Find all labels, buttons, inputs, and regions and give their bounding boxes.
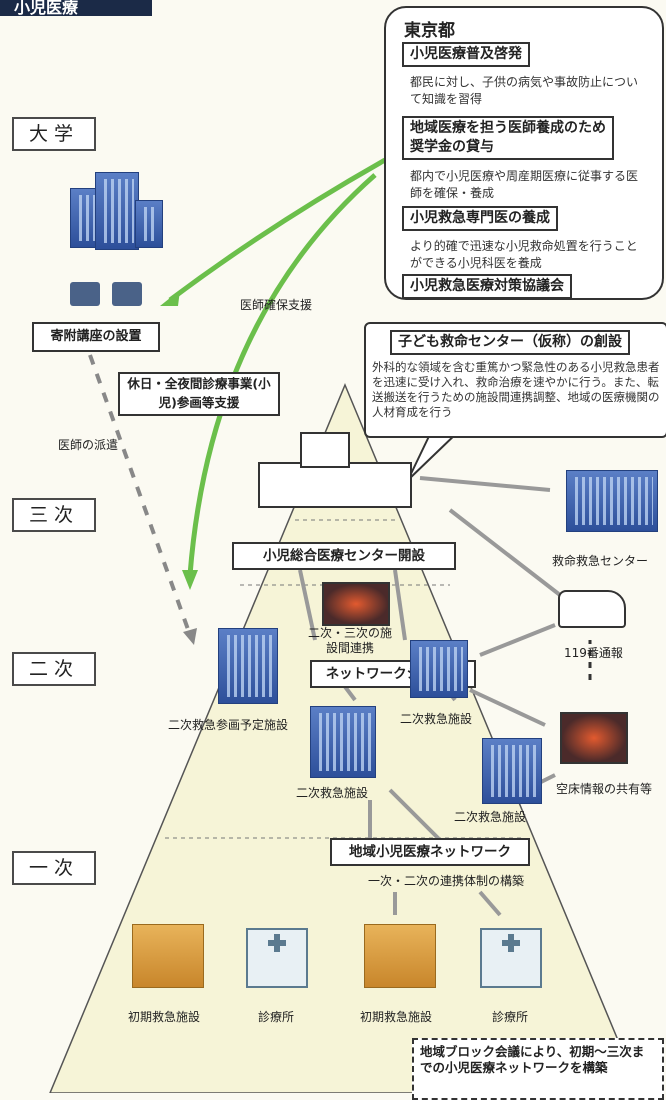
primary-facility-building-b <box>364 924 436 988</box>
medical-cross-icon <box>268 934 286 952</box>
clinic-building-b <box>480 928 542 988</box>
secondary-building-b <box>310 706 376 778</box>
arrow-tier-left <box>298 569 317 641</box>
tokyo-item-1-title: 小児医療普及啓発 <box>402 42 530 67</box>
secondary-planned-building <box>218 628 278 704</box>
inter-facility-label: 二次・三次の施設間連携 <box>308 626 393 655</box>
tokyo-item-2-desc: 都内で小児医療や周産期医療に従事する医師を確保・養成 <box>410 169 639 200</box>
cooperation-label: 一次・二次の連携体制の構築 <box>368 874 525 888</box>
university-building-center <box>95 172 139 250</box>
secondary-building-a <box>410 640 468 698</box>
tokyo-item-4-title: 小児救急医療対策協議会 <box>402 274 572 299</box>
secondary-label-a: 二次救急施設 <box>400 712 473 726</box>
holiday-support-label: 休日・全夜間診療事業(小児)参画等支援 <box>118 372 280 416</box>
bed-info-monitor <box>560 712 628 764</box>
arrow-tier-right <box>393 569 407 641</box>
doctor-support-label: 医師確保支援 <box>240 298 313 312</box>
clinic-label-b: 診療所 <box>492 1010 529 1024</box>
pediatric-hospital-building <box>258 462 412 508</box>
primary-facility-label-a: 初期救急施設 <box>128 1010 201 1024</box>
arrow-bed-info <box>469 688 546 727</box>
arrow-ambulance-to-network <box>479 623 556 657</box>
center-desc: 外科的な領域を含む重篤かつ緊急性のある小児救急患者を迅速に受け入れ、救命治療を速… <box>372 360 660 419</box>
tokyo-item-3-title: 小児救急専門医の養成 <box>402 206 558 231</box>
level-primary: 一次 <box>12 851 96 885</box>
endowed-chair-label: 寄附講座の設置 <box>32 322 160 352</box>
primary-facility-label-b: 初期救急施設 <box>360 1010 433 1024</box>
support-arrowhead-university <box>160 290 180 306</box>
center-title: 子ども救命センター（仮称）の創設 <box>390 330 630 355</box>
pediatric-center-label: 小児総合医療センター開設 <box>232 542 456 570</box>
level-university: 大学 <box>12 117 96 151</box>
clinic-building-a <box>246 928 308 988</box>
header-title: 小児医療 <box>14 0 79 17</box>
emergency-center-label: 救命救急センター <box>552 554 649 568</box>
level-secondary: 二次 <box>12 652 96 686</box>
bed-info-label: 空床情報の共有等 <box>556 782 653 796</box>
level-tertiary: 三次 <box>12 498 96 532</box>
tokyo-item-1-desc: 都民に対し、子供の病気や事故防止について知識を習得 <box>410 75 639 106</box>
arrow-emergency-to-center <box>419 476 551 492</box>
doctor-icon-2 <box>112 282 142 306</box>
center-box: 子ども救命センター（仮称）の創設 外科的な領域を含む重篤かつ緊急性のある小児救急… <box>364 322 666 438</box>
call-119-label: 119番通報 <box>564 646 623 660</box>
university-building-right <box>135 200 163 248</box>
clinic-label-a: 診療所 <box>258 1010 295 1024</box>
medical-cross-icon <box>502 934 520 952</box>
tokyo-item-3-desc: より的確で迅速な小児救命処置を行うことができる小児科医を養成 <box>410 239 638 270</box>
primary-facility-building-a <box>132 924 204 988</box>
support-arrow-university <box>168 157 387 303</box>
tokyo-title: 東京都 <box>404 21 455 41</box>
arrow-to-regional <box>388 788 442 842</box>
secondary-label-b: 二次救急施設 <box>296 786 369 800</box>
emergency-center-building <box>566 470 658 532</box>
block-meeting-note: 地域ブロック会議により、初期～三次までの小児医療ネットワークを構築 <box>412 1038 664 1100</box>
tokyo-box: 東京都 小児医療普及啓発 都民に対し、子供の病気や事故防止について知識を習得 地… <box>384 6 664 300</box>
secondary-building-c <box>482 738 542 804</box>
arrow-coop-right <box>478 890 502 917</box>
dispatch-arrowhead <box>183 628 197 645</box>
arrow-ambulance-to-center <box>448 508 562 597</box>
tokyo-item-2-title: 地域医療を担う医師養成のため奨学金の貸与 <box>402 116 614 160</box>
support-arrow-secondary <box>187 173 377 576</box>
doctor-icon-1 <box>70 282 100 306</box>
doctor-dispatch-label: 医師の派遣 <box>58 438 119 452</box>
header-bar: 小児医療 <box>0 0 152 17</box>
secondary-label-c: 二次救急施設 <box>454 810 527 824</box>
secondary-planned-label: 二次救急参画予定施設 <box>168 718 289 732</box>
ambulance-icon <box>558 590 626 628</box>
pediatric-hospital-tower <box>300 432 350 468</box>
regional-network-label: 地域小児医療ネットワーク <box>330 838 530 866</box>
support-arrowhead-secondary <box>182 570 198 590</box>
dispatch-arrow <box>88 354 192 636</box>
inter-facility-monitor <box>322 582 390 626</box>
